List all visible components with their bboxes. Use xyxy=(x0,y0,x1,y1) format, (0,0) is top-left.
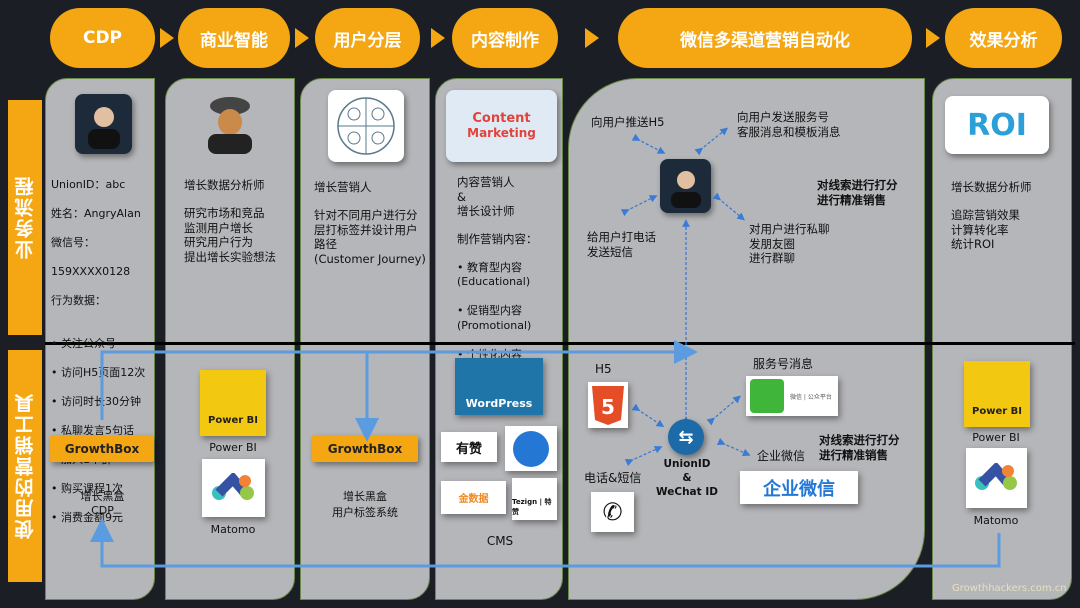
cdp-line: 姓名：AngryAlan xyxy=(51,206,141,220)
segment-role: 增长营销人 xyxy=(314,180,372,194)
cdp-line: UnionID：abc xyxy=(51,177,126,191)
behavior-item: 购买课程1次 xyxy=(51,482,145,497)
h5-label: H5 xyxy=(595,362,612,376)
svg-text:5: 5 xyxy=(601,395,615,419)
bi-role: 增长数据分析师 xyxy=(184,178,265,192)
phone-icon: ✆ xyxy=(591,492,634,532)
wordpress-logo: WordPress xyxy=(455,358,543,415)
roi-tool2-caption: Matomo xyxy=(973,514,1019,527)
stage-wechat: 微信多渠道营销自动化 xyxy=(618,8,912,68)
platform-text: 微信 | 公众平台 xyxy=(790,393,832,401)
roi-tool1-caption: Power BI xyxy=(972,431,1020,444)
tezign-logo: Tezign | 特赞 xyxy=(512,478,557,520)
wechat-icon xyxy=(750,379,784,413)
logo-text: Content xyxy=(472,111,531,126)
card-segment xyxy=(300,78,430,600)
jinshuju-logo: 金数据 xyxy=(441,481,506,514)
arrow-icon xyxy=(585,28,599,48)
cdp-line: 行为数据： xyxy=(51,293,106,307)
growthbox-logo: GrowthBox xyxy=(50,435,154,462)
dog-avatar xyxy=(195,90,265,155)
roi-logo: ROI xyxy=(945,96,1049,154)
youzan-logo: 有赞 xyxy=(441,432,497,462)
wecom-label: 企业微信 xyxy=(757,449,806,463)
watermark: Growthhackers.com.cn xyxy=(952,583,1067,594)
arrow-icon xyxy=(926,28,940,48)
powerbi-logo: Power BI xyxy=(964,361,1030,427)
private-chat-text: 对用户进行私聊 发朋友圈 进行群聊 xyxy=(749,222,830,265)
score-text: 对线索进行打分 进行精准销售 xyxy=(817,178,898,207)
divider xyxy=(45,342,1075,345)
segment-tool-caption: 增长黑盒 用户标签系统 xyxy=(332,490,398,519)
avatar xyxy=(660,159,711,213)
service-msg-label: 服务号消息 xyxy=(753,357,814,371)
blue-app-logo xyxy=(505,426,557,471)
wechat-platform-logo: 微信 | 公众平台 xyxy=(746,376,838,416)
stage-cdp: CDP xyxy=(50,8,155,68)
html5-icon: 5 xyxy=(588,382,628,428)
behavior-item: 关注公众号 xyxy=(51,337,145,352)
content-tool-caption: CMS xyxy=(486,534,514,548)
arrow-icon xyxy=(431,28,445,48)
roi-role: 增长数据分析师 xyxy=(951,180,1032,194)
push-h5: 向用户推送H5 xyxy=(591,115,665,129)
roi-tasks: 追踪营销效果 计算转化率 统计ROI xyxy=(951,208,1020,251)
arrow-icon xyxy=(295,28,309,48)
phone-label: 电话&短信 xyxy=(584,471,642,485)
exchange-icon: ⇆ xyxy=(668,419,704,455)
service-msg: 向用户发送服务号 客服消息和模板消息 xyxy=(737,110,841,139)
avatar xyxy=(75,94,132,154)
wecom-logo: 企业微信 xyxy=(740,471,858,504)
content-make: 制作营销内容： xyxy=(457,232,538,246)
card-roi xyxy=(932,78,1072,600)
unionid-label: UnionID & WeChat ID xyxy=(656,458,718,498)
behavior-item: 私聊发言5句话 xyxy=(51,424,145,439)
segment-desc: 针对不同用户进行分层打标签并设计用户路径 (Customer Journey) xyxy=(314,208,426,266)
arrow-icon xyxy=(160,28,174,48)
call-text: 给用户打电话 发送短信 xyxy=(587,230,656,259)
score-text-2: 对线索进行打分 进行精准销售 xyxy=(819,433,900,462)
cdp-line: 159XXXX0128 xyxy=(51,264,131,278)
content-role: 内容营销人 & 增长设计师 xyxy=(457,175,515,218)
logo-text: Marketing xyxy=(467,126,536,140)
stage-segment: 用户分层 xyxy=(315,8,420,68)
bi-tasks: 研究市场和竞品 监测用户增长 研究用户行为 提出增长实验想法 xyxy=(184,206,276,264)
stage-content: 内容制作 xyxy=(452,8,558,68)
stage-roi: 效果分析 xyxy=(945,8,1062,68)
matomo-logo xyxy=(966,448,1027,508)
content-type: 教育型内容 (Educational) xyxy=(457,261,535,290)
bi-tool1-caption: Power BI xyxy=(209,441,257,454)
cdp-tool-caption: 增长黑盒 CDP xyxy=(80,490,125,517)
cdp-line: 微信号： xyxy=(51,235,95,249)
segment-logo xyxy=(328,90,404,162)
matomo-logo xyxy=(202,459,265,517)
powerbi-logo: Power BI xyxy=(200,370,266,436)
stage-bi: 商业智能 xyxy=(178,8,290,68)
content-type: 促销型内容 (Promotional) xyxy=(457,304,535,333)
bi-tool2-caption: Matomo xyxy=(210,523,256,536)
